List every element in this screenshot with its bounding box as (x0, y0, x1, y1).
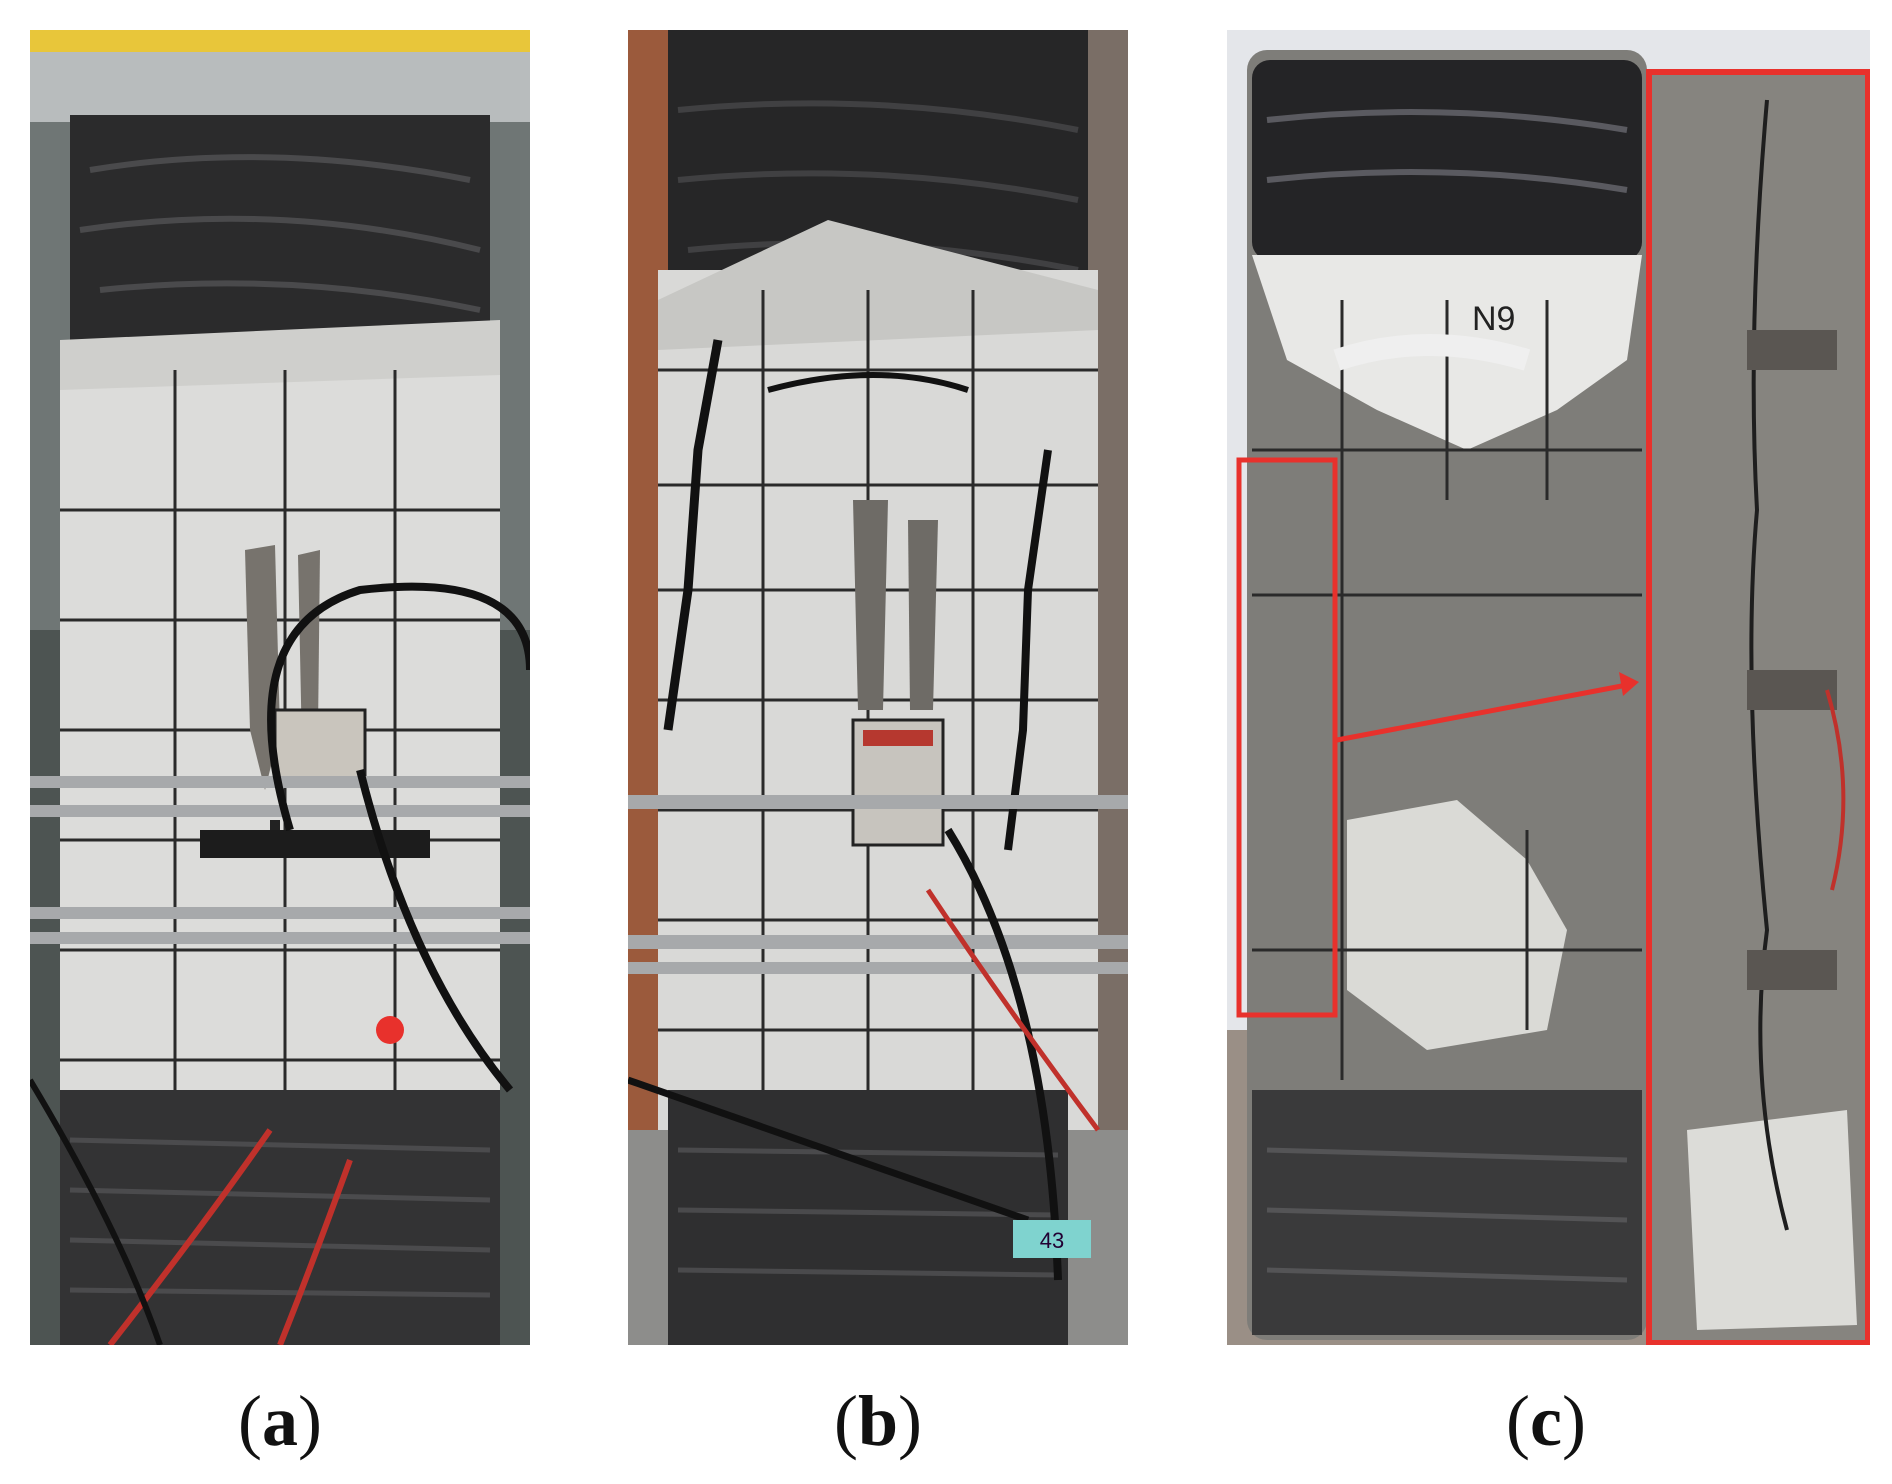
photo-b-illustration: 43 (628, 30, 1128, 1345)
caption-c-label: c (1530, 1381, 1562, 1461)
caption-b: (b) (833, 1381, 922, 1461)
photo-c-illustration: N9 (1227, 30, 1870, 1345)
caption-a: (a) (238, 1381, 322, 1461)
photo-panel-c: N9 (1227, 30, 1870, 1345)
specimen-tag (1013, 1220, 1091, 1258)
zoom-inset-frame (1646, 69, 1870, 1345)
caption-b-label: b (857, 1381, 899, 1461)
caption-c: (c) (1506, 1381, 1586, 1461)
specimen-tag-text: 43 (1040, 1228, 1064, 1253)
specimen-mark: N9 (1472, 300, 1515, 338)
photo-panel-b: 43 (628, 30, 1128, 1345)
photo-a-illustration (30, 30, 530, 1345)
highlight-box-left (1236, 457, 1338, 1018)
photo-panel-a (30, 30, 530, 1345)
caption-a-label: a (262, 1381, 298, 1461)
